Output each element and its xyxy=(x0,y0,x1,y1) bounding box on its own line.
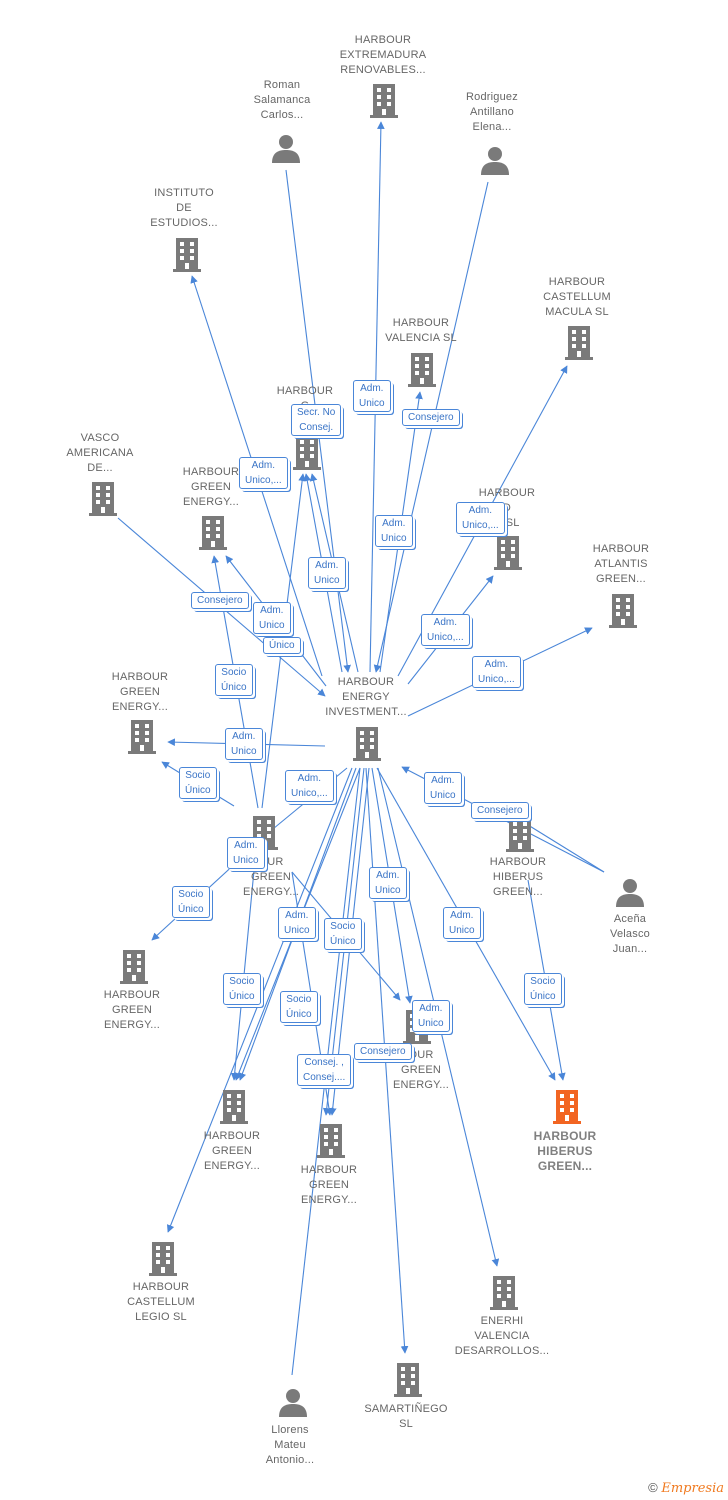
edge-label-adm-unico[interactable]: Adm. Unico xyxy=(278,907,316,939)
node-label-harbour-hiberus-green-a[interactable]: HARBOUR HIBERUS GREEN... xyxy=(489,856,547,898)
node-label-harbour-green-energy-e[interactable]: OUR GREEN ENERGY... xyxy=(392,1049,449,1091)
building-icon xyxy=(120,950,148,984)
node-label-rodriguez[interactable]: Rodriguez Antillano Elena... xyxy=(466,91,518,133)
edge-label-adm-unico[interactable]: Adm. Unico xyxy=(412,1000,450,1032)
node-label-instituto[interactable]: INSTITUTO DE ESTUDIOS... xyxy=(150,187,218,229)
node-label-harbour-extremadura[interactable]: HARBOUR EXTREMADURA RENOVABLES... xyxy=(339,34,427,76)
edge-label-secr-no-consej[interactable]: Secr. No Consej. xyxy=(291,404,342,436)
edge-label-consejero[interactable]: Consejero xyxy=(354,1043,412,1060)
edge-label-socio-unico[interactable]: Socio Único xyxy=(179,767,217,799)
edge-label-socio-unico[interactable]: Socio Único xyxy=(280,991,318,1023)
edge-line xyxy=(230,859,256,1081)
edge-label-unico[interactable]: Único xyxy=(263,637,301,654)
building-icon-focus xyxy=(553,1090,581,1124)
edge-label-adm-unico[interactable]: Adm. Unico,... xyxy=(472,656,521,688)
edge-label-adm-unico[interactable]: Adm. Unico,... xyxy=(421,614,470,646)
building-icon xyxy=(173,238,201,272)
node-label-harbour-green-energy-g[interactable]: HARBOUR GREEN ENERGY... xyxy=(300,1164,358,1206)
building-icon xyxy=(394,1363,422,1397)
footer-brand: © Empresia xyxy=(648,1480,724,1496)
node-label-roman[interactable]: Roman Salamanca Carlos... xyxy=(253,79,311,121)
edge-label-adm-unico[interactable]: Adm. Unico xyxy=(225,728,263,760)
edge-label-adm-unico[interactable]: Adm. Unico,... xyxy=(239,457,288,489)
edge-label-adm-unico[interactable]: Adm. Unico xyxy=(253,602,291,634)
building-icon xyxy=(565,326,593,360)
node-label-harbour-green-energy-b[interactable]: HARBOUR GREEN ENERGY... xyxy=(111,671,169,713)
node-label-vasco[interactable]: VASCO AMERICANA DE... xyxy=(66,432,134,474)
node-label-enerhi[interactable]: ENERHI VALENCIA DESARROLLOS... xyxy=(454,1315,550,1357)
node-label-harbour-atlantis[interactable]: HARBOUR ATLANTIS GREEN... xyxy=(592,543,650,585)
copyright-symbol: © xyxy=(648,1480,658,1495)
building-icon xyxy=(220,1090,248,1124)
building-icon xyxy=(128,720,156,754)
building-icon xyxy=(317,1124,345,1158)
node-label-harbour-green-energy-f[interactable]: HARBOUR GREEN ENERGY... xyxy=(203,1130,261,1172)
person-icon xyxy=(279,1389,307,1417)
node-label-harbour-hiberus-green-focus[interactable]: HARBOUR HIBERUS GREEN... xyxy=(533,1129,597,1173)
node-label-harbour-green-energy-c[interactable]: OUR GREEN ENERGY... xyxy=(242,856,299,898)
edge-label-adm-unico[interactable]: Adm. Unico xyxy=(353,380,391,412)
edge-line xyxy=(519,819,605,873)
building-icon xyxy=(353,727,381,761)
node-label-acena[interactable]: Aceña Velasco Juan... xyxy=(610,913,650,955)
edge-label-consejero[interactable]: Consejero xyxy=(402,409,460,426)
building-icon xyxy=(370,84,398,118)
node-label-llorens[interactable]: Llorens Mateu Antonio... xyxy=(265,1424,315,1466)
building-icon xyxy=(89,482,117,516)
edge-label-socio-unico[interactable]: Socio Único xyxy=(215,664,253,696)
edge-line xyxy=(373,181,489,673)
brand-logo[interactable]: Empresia xyxy=(661,1481,724,1496)
building-icon xyxy=(149,1242,177,1276)
building-icon xyxy=(408,353,436,387)
node-label-harbour-green-energy-a[interactable]: HARBOUR GREEN ENERGY... xyxy=(182,466,240,508)
person-icon xyxy=(481,147,509,175)
edge-label-consej-consej[interactable]: Consej. , Consej.... xyxy=(297,1054,352,1086)
node-label-harbour-energy-investment[interactable]: HARBOUR ENERGY INVESTMENT... xyxy=(325,676,407,718)
building-icon xyxy=(506,818,534,852)
building-icon xyxy=(490,1276,518,1310)
edge-line xyxy=(365,767,409,1354)
node-label-harbour-green-energy-d[interactable]: HARBOUR GREEN ENERGY... xyxy=(103,989,161,1031)
edge-label-socio-unico[interactable]: Socio Único xyxy=(172,886,210,918)
edge-label-consejero[interactable]: Consejero xyxy=(191,592,249,609)
node-label-harbour-castellum-legio[interactable]: HARBOUR CASTELLUM LEGIO SL xyxy=(127,1281,195,1323)
building-icon xyxy=(293,436,321,470)
edge-label-socio-unico[interactable]: Socio Único xyxy=(223,973,261,1005)
edge-label-socio-unico[interactable]: Socio Único xyxy=(524,973,562,1005)
node-label-harbour-castellum-macula[interactable]: HARBOUR CASTELLUM MACULA SL xyxy=(543,276,611,318)
building-icon xyxy=(609,594,637,628)
edge-label-adm-unico[interactable]: Adm. Unico xyxy=(375,515,413,547)
edge-label-adm-unico[interactable]: Adm. Unico xyxy=(308,557,346,589)
edge-label-adm-unico[interactable]: Adm. Unico,... xyxy=(285,770,334,802)
node-label-harbour-valencia[interactable]: HARBOUR VALENCIA SL xyxy=(385,317,457,344)
edge-label-adm-unico[interactable]: Adm. Unico,... xyxy=(456,502,505,534)
node-label-samartinego[interactable]: SAMARTIÑEGO SL xyxy=(364,1403,448,1430)
edge-label-adm-unico[interactable]: Adm. Unico xyxy=(227,837,265,869)
edge-label-consejero[interactable]: Consejero xyxy=(471,802,529,819)
edge-label-adm-unico[interactable]: Adm. Unico xyxy=(424,772,462,804)
building-icon xyxy=(199,516,227,550)
person-icon xyxy=(272,135,300,163)
edge-label-socio-unico[interactable]: Socio Único xyxy=(324,918,362,950)
edge-label-adm-unico[interactable]: Adm. Unico xyxy=(369,867,407,899)
person-icon xyxy=(616,879,644,907)
building-icon xyxy=(494,536,522,570)
edge-label-adm-unico[interactable]: Adm. Unico xyxy=(443,907,481,939)
